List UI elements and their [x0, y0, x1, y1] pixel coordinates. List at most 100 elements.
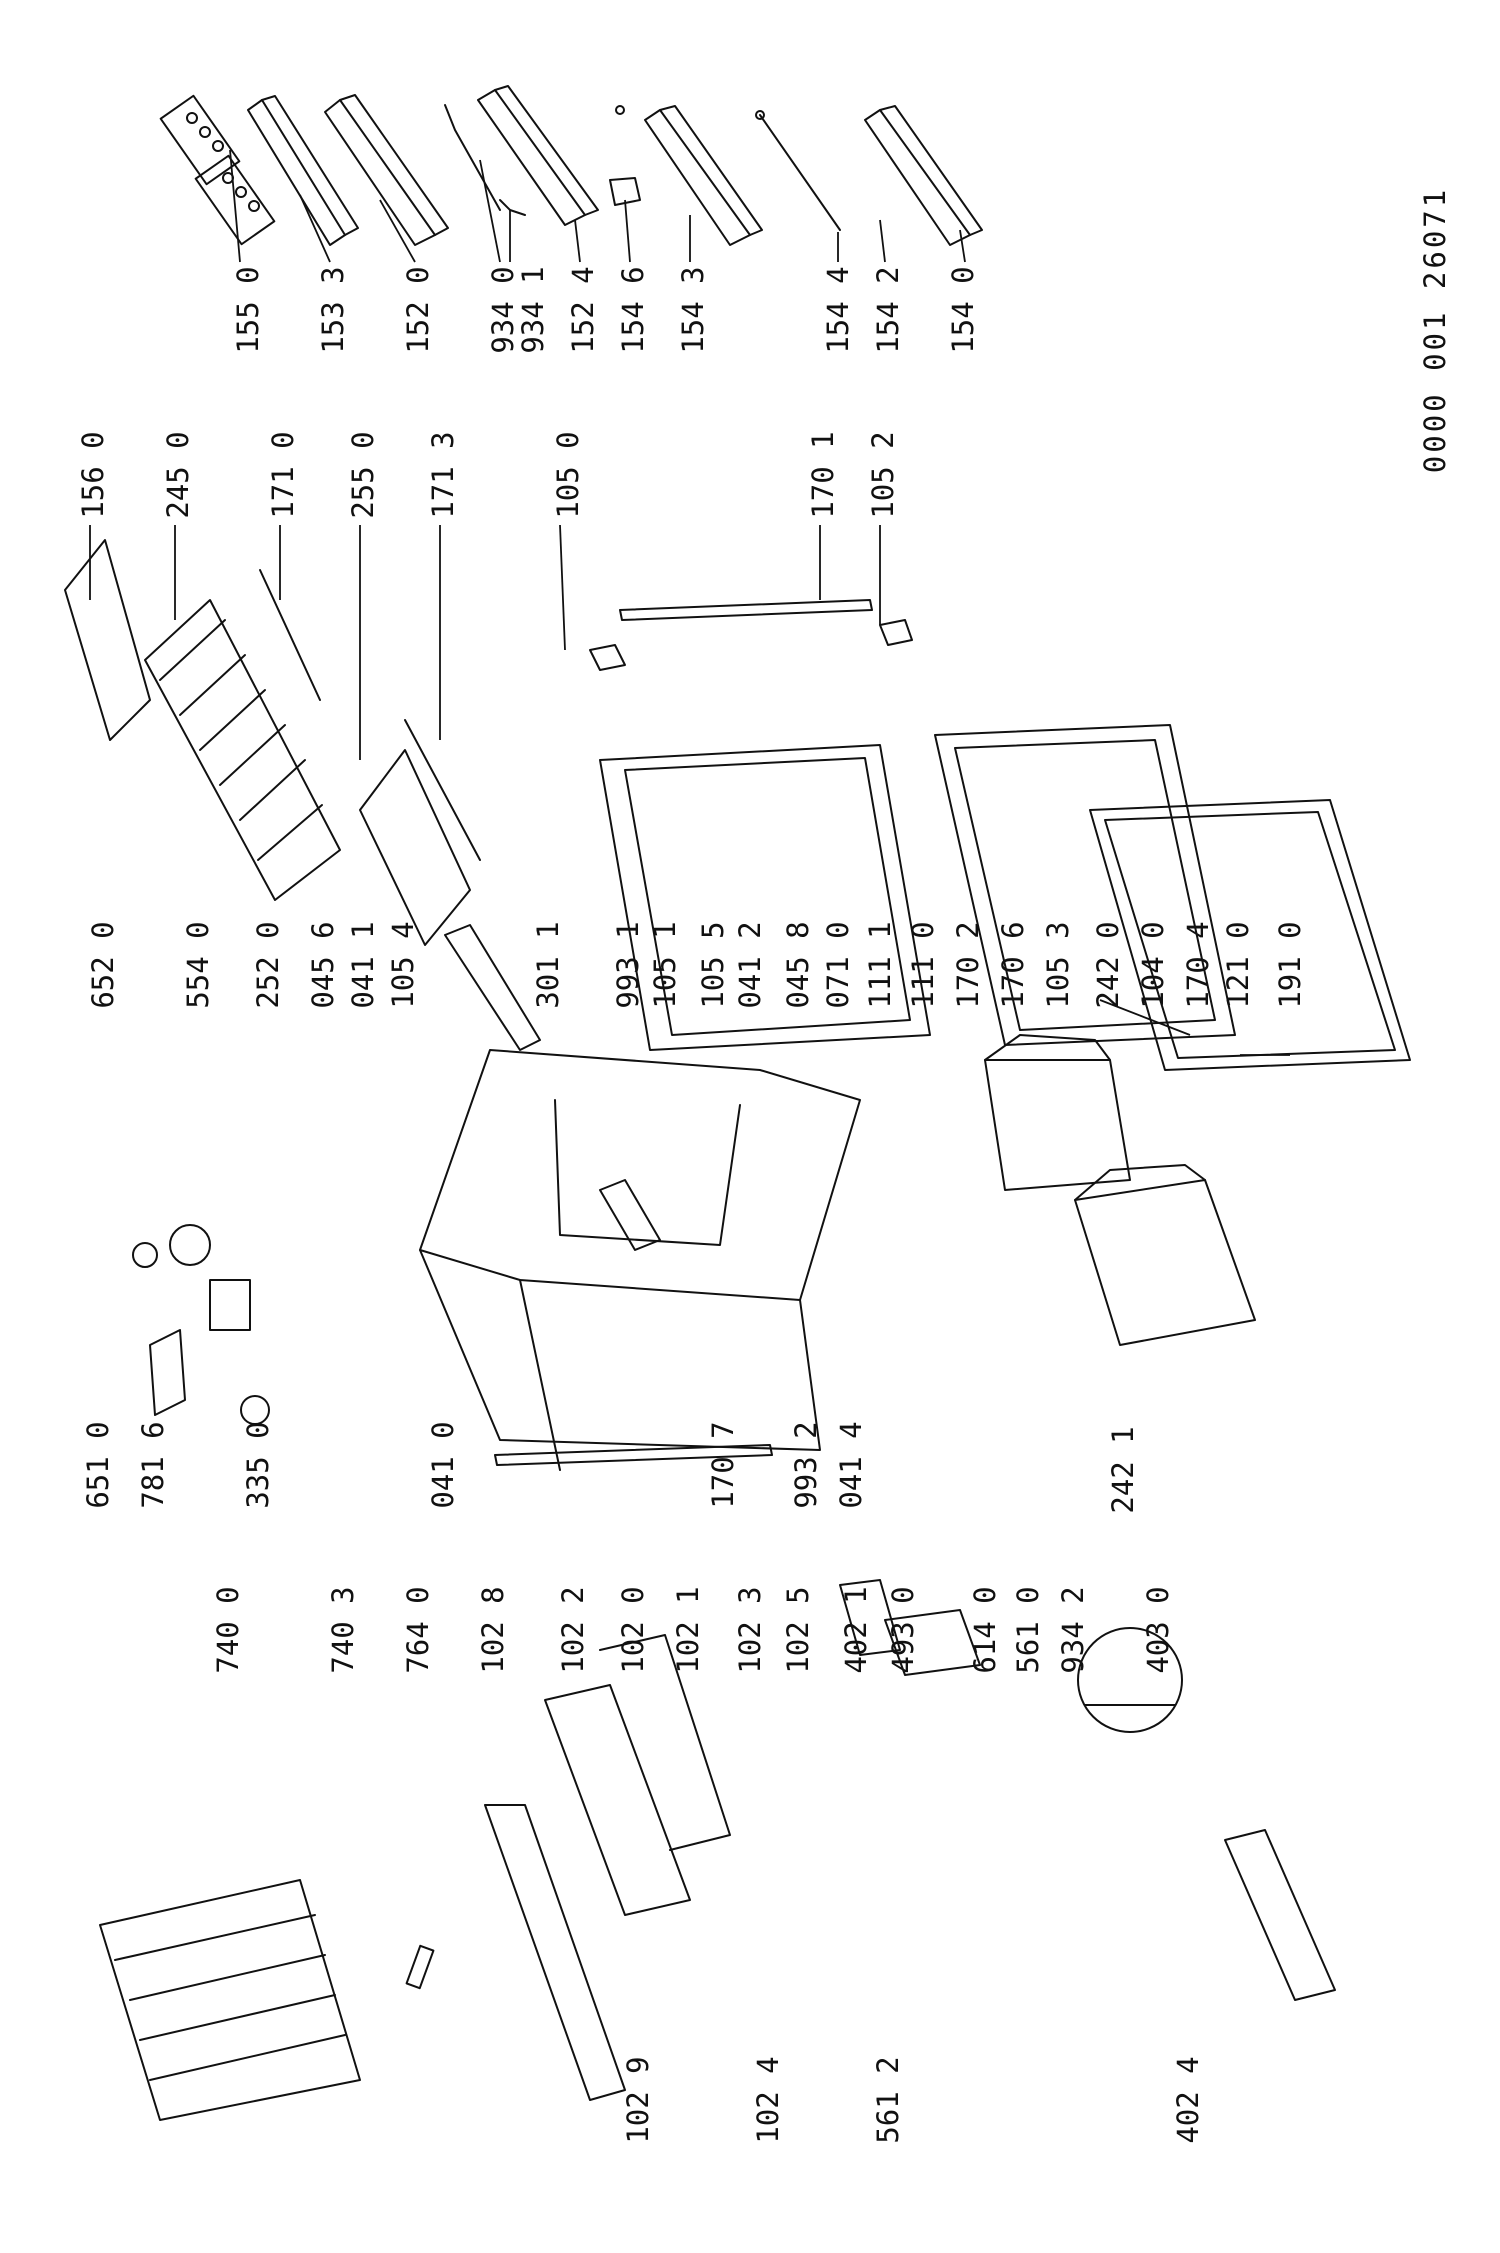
part-label: 403 0	[1141, 1586, 1175, 1673]
door-shelf-154-0	[864, 105, 983, 246]
part-label: 554 0	[181, 921, 215, 1008]
part-label: 105 1	[648, 921, 682, 1008]
part-label: 041 4	[834, 1421, 868, 1508]
part-label: 041 1	[346, 921, 380, 1008]
part-label: 764 0	[401, 1586, 435, 1673]
part-label: 154 6	[616, 266, 650, 353]
part-label: 102 0	[616, 1586, 650, 1673]
part-label: 156 0	[76, 431, 110, 518]
crisper-242-1	[1074, 1164, 1256, 1346]
part-label: 170 1	[806, 431, 840, 518]
document-id: 0000 001 26071	[1418, 187, 1452, 473]
compressor-403-0	[1077, 1627, 1183, 1733]
part-label: 301 1	[531, 921, 565, 1008]
gasket-102-8	[484, 1804, 626, 2101]
part-label: 045 6	[306, 921, 340, 1008]
part-label: 104 0	[1136, 921, 1170, 1008]
part-label: 152 4	[566, 266, 600, 353]
hinge-105-2	[879, 619, 913, 646]
part-label: 102 2	[556, 1586, 590, 1673]
crisper-242-0	[984, 1034, 1131, 1191]
part-label: 245 0	[161, 431, 195, 518]
part-label: 041 0	[426, 1421, 460, 1508]
part-label: 102 8	[476, 1586, 510, 1673]
relay-561-2	[884, 1609, 981, 1676]
part-label: 934 1	[516, 266, 550, 353]
part-label: 242 1	[1106, 1426, 1140, 1513]
part-label: 154 2	[871, 266, 905, 353]
part-label: 105 4	[386, 921, 420, 1008]
gasket-191-0	[1089, 799, 1411, 1071]
evaporator-102-0	[544, 1634, 731, 1916]
part-label: 651 0	[81, 1421, 115, 1508]
bracket-154-6	[609, 105, 641, 206]
condenser-740-0	[99, 1879, 361, 2121]
egg-trays	[159, 94, 276, 246]
part-label: 170 2	[951, 921, 985, 1008]
inner-door-121-0	[934, 724, 1236, 1046]
door-shelf-154-3	[644, 105, 763, 246]
part-label: 252 0	[251, 921, 285, 1008]
part-label: 105 3	[1041, 921, 1075, 1008]
part-label: 045 8	[781, 921, 815, 1008]
part-label: 652 0	[86, 921, 120, 1008]
part-label: 740 0	[211, 1586, 245, 1673]
part-label: 121 0	[1221, 921, 1255, 1008]
part-label: 153 3	[316, 266, 350, 353]
wire-934-1	[499, 199, 526, 216]
rod-154-4	[755, 110, 841, 231]
part-label: 242 0	[1091, 921, 1125, 1008]
part-label: 102 5	[781, 1586, 815, 1673]
part-label: 152 0	[401, 266, 435, 353]
part-label: 111 1	[863, 921, 897, 1008]
part-label: 402 4	[1171, 2056, 1205, 2143]
thermostat-group	[132, 1224, 270, 1425]
part-label: 170 4	[1181, 921, 1215, 1008]
strip-301-1	[444, 924, 541, 1051]
part-label: 934 0	[486, 266, 520, 353]
wire-shelf-245-0	[144, 599, 341, 901]
cabinet-body	[419, 1049, 861, 1471]
part-label: 105 0	[551, 431, 585, 518]
part-label: 561 2	[871, 2056, 905, 2143]
part-label: 071 0	[821, 921, 855, 1008]
strip-170-7	[494, 1444, 773, 1466]
hinge-105-0	[589, 644, 626, 671]
profile-171-0	[259, 569, 321, 701]
glass-shelf-255-0	[359, 749, 471, 946]
part-label: 111 0	[906, 921, 940, 1008]
part-label: 170 7	[706, 1421, 740, 1508]
door-shelf-153-3	[247, 95, 359, 246]
part-label: 102 3	[733, 1586, 767, 1673]
part-label: 781 6	[136, 1421, 170, 1508]
part-label: 041 2	[733, 921, 767, 1008]
part-label: 402 1	[839, 1586, 873, 1673]
part-label: 191 0	[1273, 921, 1307, 1008]
part-label: 154 0	[946, 266, 980, 353]
part-label: 155 0	[231, 266, 265, 353]
door-shelf-152-0	[324, 94, 449, 246]
door-shelf-152-4	[477, 85, 599, 226]
part-label: 614 0	[968, 1586, 1002, 1673]
part-label: 170 6	[996, 921, 1030, 1008]
profile-171-3	[404, 719, 481, 861]
part-label: 102 1	[671, 1586, 705, 1673]
door-104-0	[599, 744, 931, 1051]
part-label: 335 0	[241, 1421, 275, 1508]
box-402-1	[839, 1579, 901, 1656]
part-label: 255 0	[346, 431, 380, 518]
profile-170-1	[619, 599, 873, 621]
strip-993-1	[599, 1179, 661, 1251]
ice-tray-156-0	[64, 539, 151, 741]
part-label: 102 9	[621, 2056, 655, 2143]
part-label: 171 0	[266, 431, 300, 518]
part-label: 154 3	[676, 266, 710, 353]
part-label: 171 3	[426, 431, 460, 518]
part-label: 561 0	[1011, 1586, 1045, 1673]
part-label: 105 2	[866, 431, 900, 518]
part-label: 934 2	[1056, 1586, 1090, 1673]
part-label: 493 0	[886, 1586, 920, 1673]
part-label: 740 3	[326, 1586, 360, 1673]
